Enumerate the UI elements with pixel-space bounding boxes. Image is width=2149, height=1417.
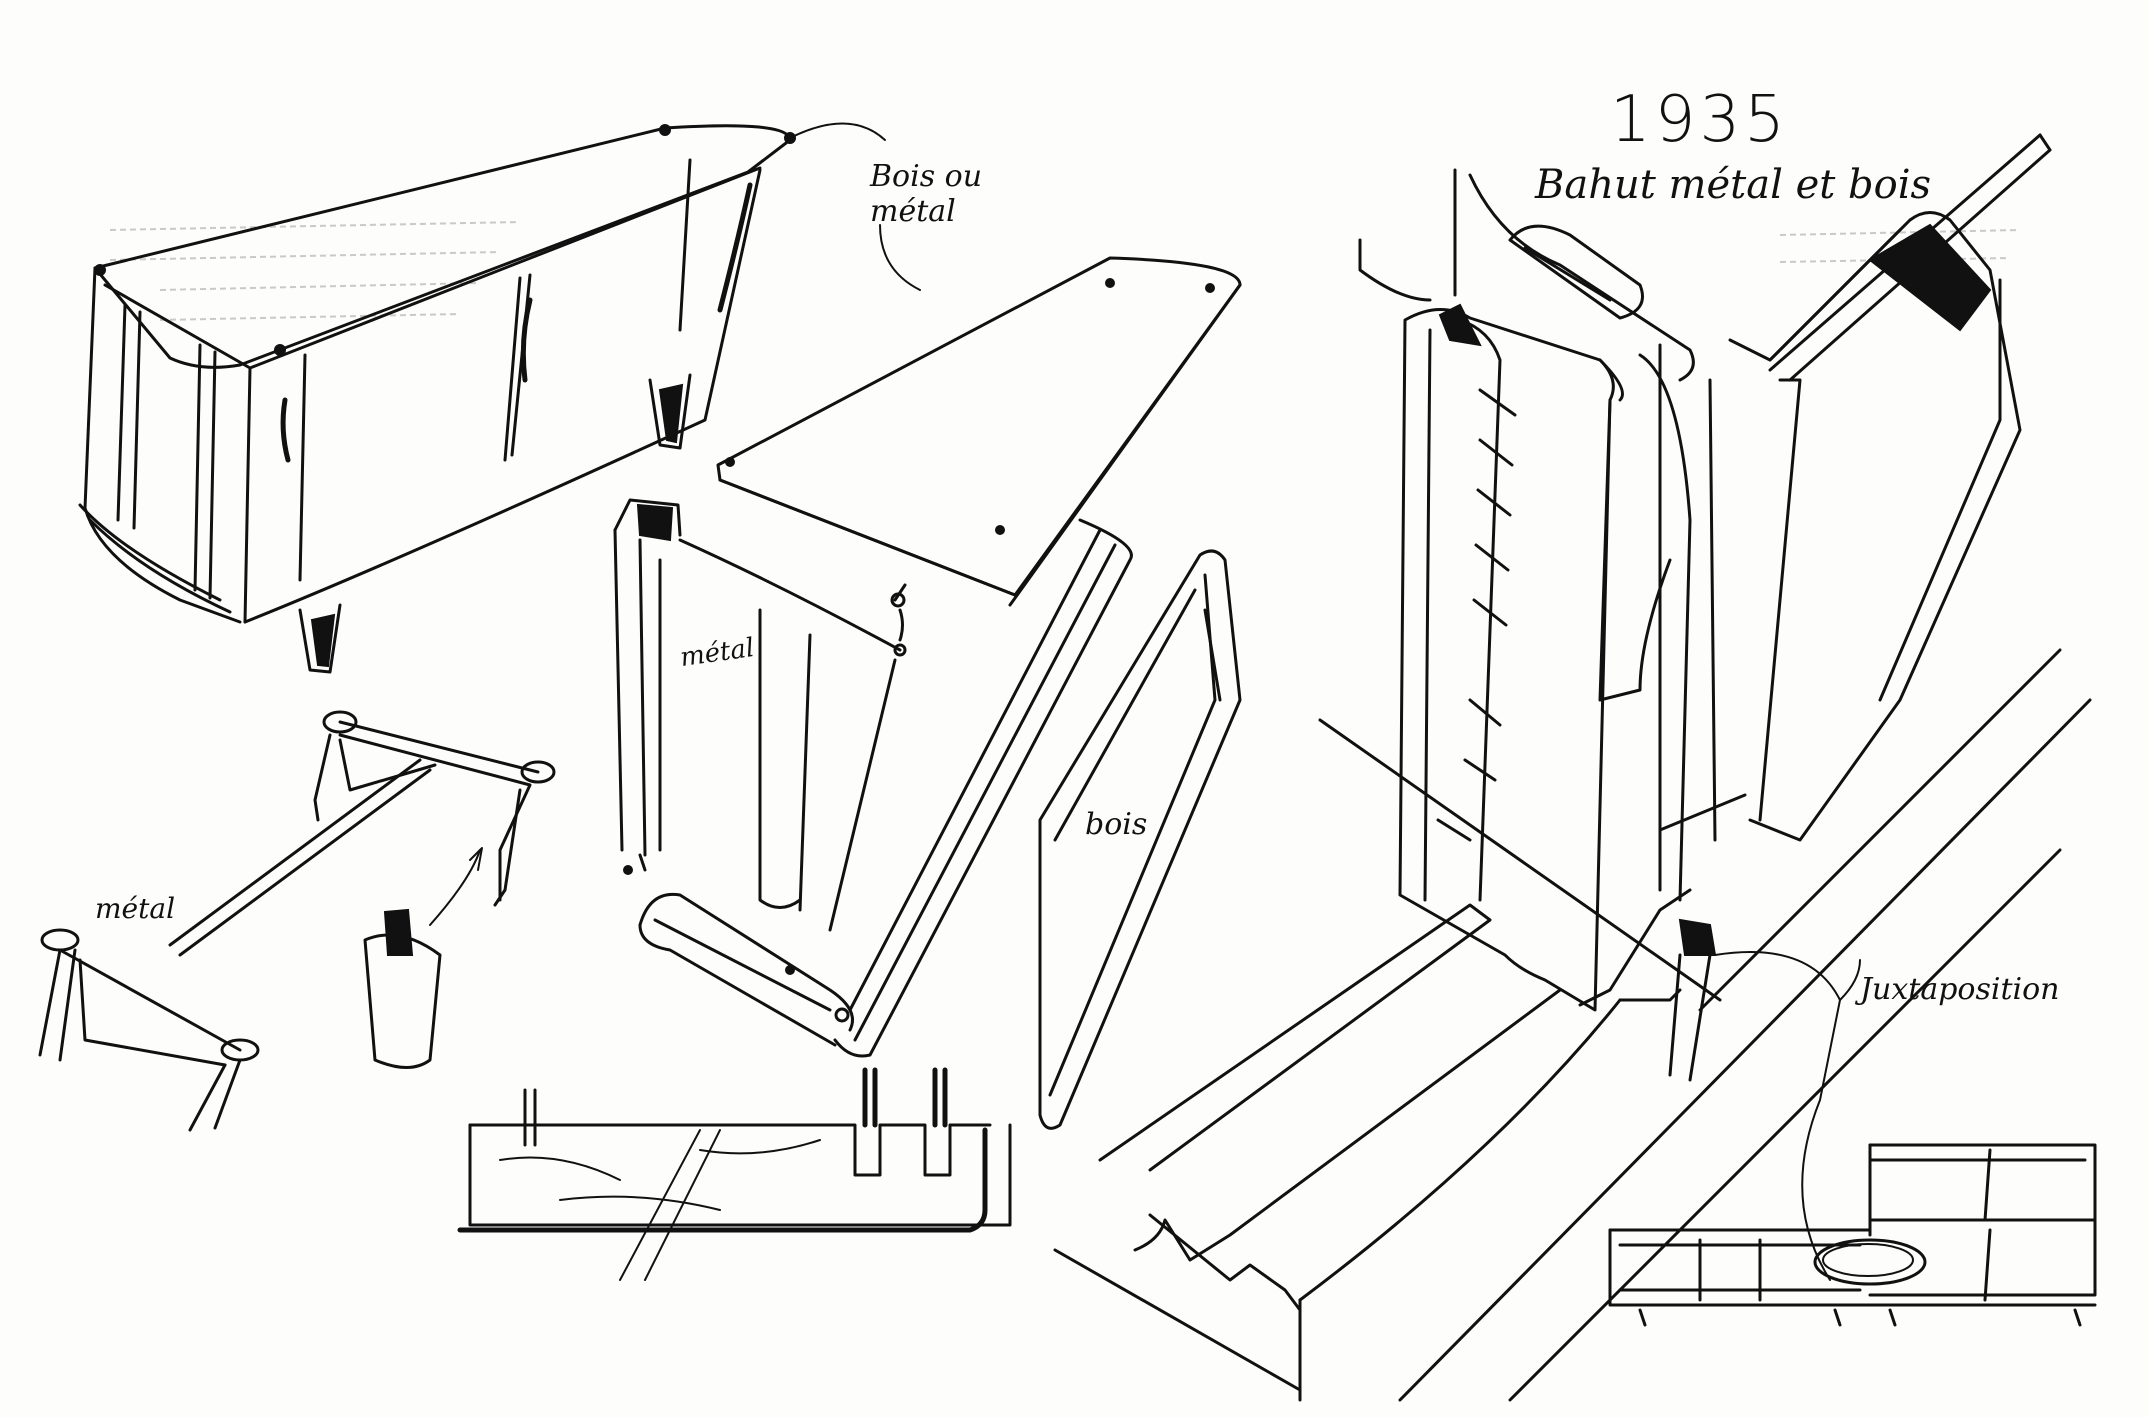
joint-section-drawing <box>457 1067 1012 1281</box>
juxtaposition-label: Juxtaposition <box>1860 972 2060 1007</box>
cabinet-exploded-drawing <box>613 256 1242 1058</box>
sideboard-drawing <box>78 122 921 674</box>
leg-assembly-drawing <box>38 710 556 1132</box>
wood-panel-label: bois <box>1085 807 1148 842</box>
title-label: Bahut métal et bois <box>1535 162 1932 208</box>
cabinet-detail-drawing <box>1053 133 2092 1402</box>
top-material-label: Bois ou métal <box>870 159 983 229</box>
wood-side-panel-drawing <box>1038 549 1242 1130</box>
elevation-drawing <box>1608 1143 2097 1327</box>
year-label: 1935 <box>1610 83 1789 157</box>
leg-metal-label: métal <box>95 892 176 925</box>
